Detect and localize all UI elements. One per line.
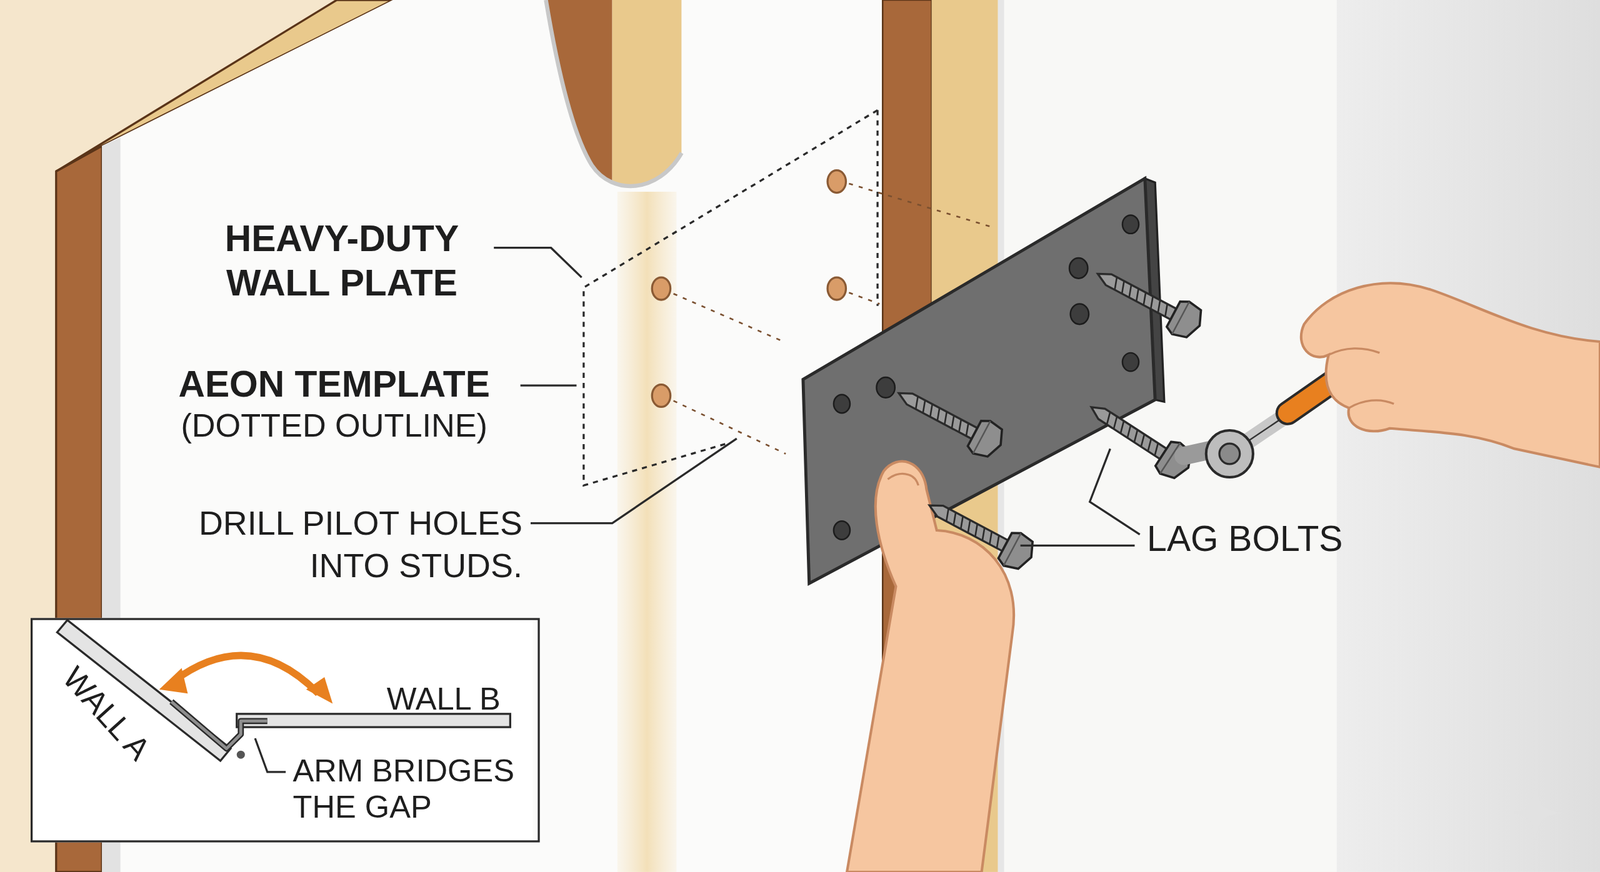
leader-lines-part xyxy=(530,438,737,524)
leader-lines-part xyxy=(1020,545,1135,547)
right-hand xyxy=(1301,283,1600,467)
wall-plate-part-part xyxy=(833,395,850,414)
wall-plate-part-part xyxy=(1122,353,1139,372)
part-label: HEAVY-DUTY WALL PLATE xyxy=(193,216,490,307)
inset-drawing-part xyxy=(306,677,333,704)
lag-bolts xyxy=(890,258,1207,486)
template-label: AEON TEMPLATE xyxy=(153,363,516,407)
inset-drawing-part xyxy=(171,701,267,749)
pilot-holes-part xyxy=(827,170,846,194)
wall-plate-part-part xyxy=(876,377,895,399)
leader-lines-part xyxy=(493,248,582,278)
inset-drawing xyxy=(30,618,533,843)
drywall-panel-part xyxy=(545,0,682,187)
drywall-panel-part xyxy=(617,191,677,872)
pilot-holes-part xyxy=(827,277,846,300)
lag-bolts-part xyxy=(1081,391,1197,485)
wall-plate-part-part xyxy=(833,521,850,540)
inset-drawing-part xyxy=(255,738,286,773)
lag-bolt xyxy=(920,489,1039,576)
pilot-holes-part xyxy=(651,385,670,408)
wall-plate-part-part xyxy=(1122,215,1139,234)
inset-caption: ARM BRIDGES THE GAP xyxy=(293,753,530,827)
wall-plate xyxy=(803,178,1165,584)
wall-plate-part xyxy=(803,178,1155,584)
wall-label: WALL A xyxy=(55,660,158,769)
left-hand-part xyxy=(846,461,1014,872)
drywall-panel-part xyxy=(540,0,684,205)
hole-guide-lines-part xyxy=(848,293,880,305)
ratchet-part xyxy=(1219,443,1240,465)
ratchet-part xyxy=(1206,430,1254,478)
hole-guide-lines-part xyxy=(673,293,784,342)
drywall-panel-part-part xyxy=(612,0,684,205)
leader-lines xyxy=(493,248,1140,547)
pilot-holes-part xyxy=(651,277,670,300)
left-hand xyxy=(846,461,1014,872)
lag-bolts-part xyxy=(890,377,1009,464)
part-label: LAG BOLTS xyxy=(1146,518,1343,559)
wall-plate-part-part xyxy=(1070,304,1089,325)
template-outline-part xyxy=(876,110,879,306)
leader-lines-part xyxy=(1090,448,1140,535)
hole-guide-lines-part xyxy=(848,183,990,227)
inset-drawing-part xyxy=(171,701,267,749)
sparkle-watermark xyxy=(1510,785,1562,841)
hole-guide-lines-part xyxy=(673,401,787,455)
lag-bolts-part xyxy=(1089,258,1208,345)
template-note: (DOTTED OUTLINE) xyxy=(153,406,516,445)
inset-box: WALL A WALL B ARM BRIDGES THE GAP xyxy=(30,618,540,843)
left-hand-part xyxy=(887,474,919,487)
leader-lines-part xyxy=(520,385,577,387)
inset-drawing-part xyxy=(173,655,319,694)
inset-drawing-part xyxy=(159,668,189,694)
inset-drawing-part xyxy=(236,751,245,760)
wall-plate-part-part xyxy=(1069,258,1088,279)
wall-label: WALL B xyxy=(386,681,501,719)
step-note: DRILL PILOT HOLES INTO STUDS. xyxy=(122,501,523,588)
right-hand-part xyxy=(1301,283,1600,467)
inset-drawing-part xyxy=(30,618,533,843)
right-hand-part xyxy=(1328,348,1394,409)
